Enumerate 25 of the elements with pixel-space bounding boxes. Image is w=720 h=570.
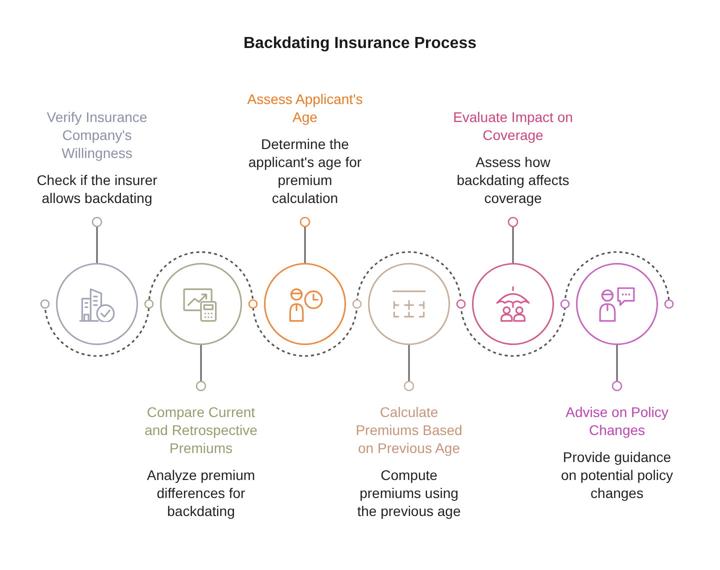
step-title: Advise on Policy Changes [564, 403, 670, 439]
step-title: Verify Insurance Company's Willingness [46, 108, 148, 162]
leader-line [404, 345, 414, 392]
step-title: Evaluate Impact on Coverage [452, 108, 574, 144]
step-circle [264, 263, 346, 345]
step-circle [56, 263, 138, 345]
step-title: Calculate Premiums Based on Previous Age [354, 403, 464, 457]
step-circle [472, 263, 554, 345]
step-circle [576, 263, 658, 345]
step-description: Compute premiums using the previous age [356, 466, 462, 520]
step-title: Assess Applicant's Age [246, 90, 364, 126]
step-description: Assess how backdating affects coverage [456, 153, 570, 207]
diagram-title: Backdating Insurance Process [242, 34, 478, 54]
step-circle [160, 263, 242, 345]
leader-line [300, 216, 310, 263]
leader-line [196, 345, 206, 392]
step-description: Determine the applicant's age for premium calculation [247, 135, 363, 207]
leader-line [92, 216, 102, 263]
step-circle [368, 263, 450, 345]
step-description: Check if the insurer allows backdating [36, 171, 158, 207]
leader-line [612, 345, 622, 392]
step-description: Provide guidance on potential policy changes [560, 448, 674, 502]
step-description: Analyze premium differences for backdating [146, 466, 256, 520]
leader-line [508, 216, 518, 263]
step-title: Compare Current and Retrospective Premiums [144, 403, 258, 457]
